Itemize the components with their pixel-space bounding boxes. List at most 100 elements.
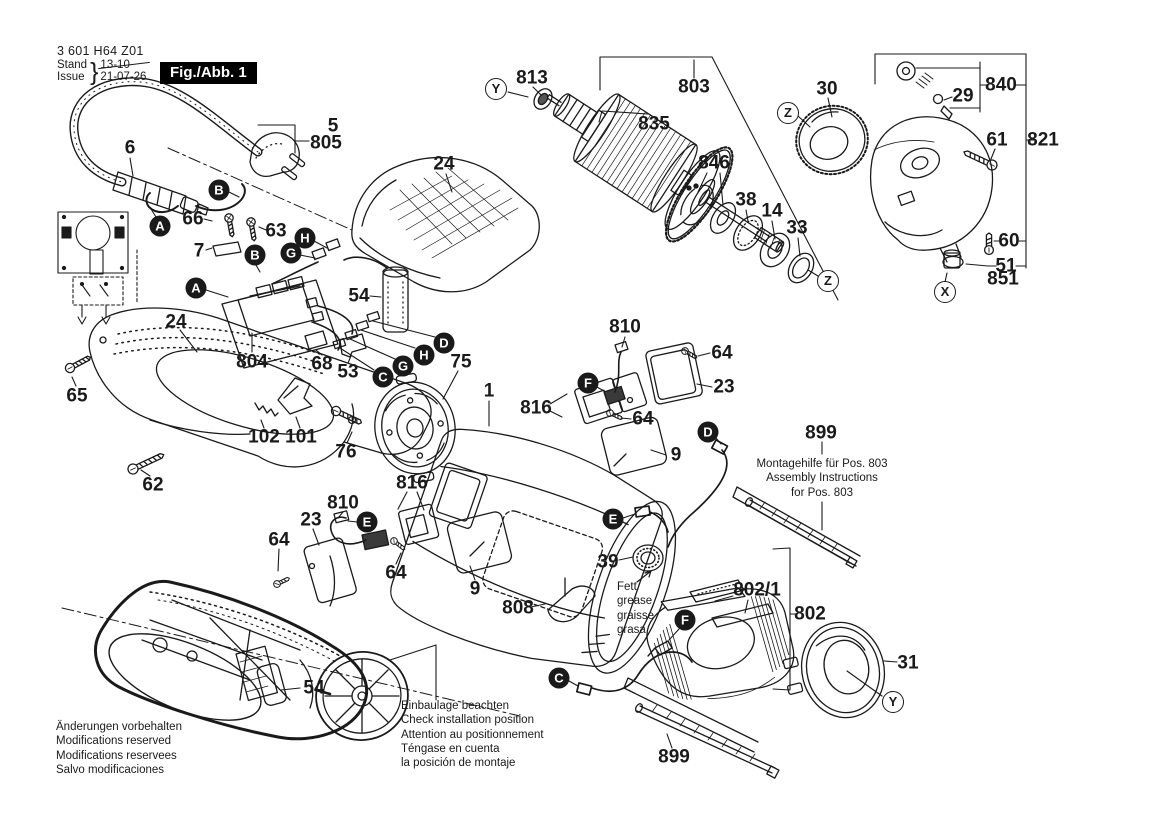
armature-drawing bbox=[546, 93, 785, 253]
top-cover-drawing bbox=[351, 156, 540, 293]
screws-drawing bbox=[64, 150, 998, 588]
callout-G: G bbox=[392, 355, 414, 377]
centerlines bbox=[61, 147, 521, 717]
callout-A: A bbox=[185, 277, 207, 299]
part-label-24: 24 bbox=[165, 311, 187, 333]
part-label-803: 803 bbox=[678, 76, 710, 98]
title-block: 3 601 H64 Z01 Stand Issue } 13-10 21-07-… bbox=[57, 44, 146, 84]
assembly-rod-899-right-drawing bbox=[732, 486, 861, 569]
cover-23-lower-drawing bbox=[303, 537, 357, 607]
grease-ring-39-drawing bbox=[632, 544, 664, 583]
part-label-68: 68 bbox=[311, 353, 333, 375]
part-label-835: 835 bbox=[638, 113, 670, 135]
part-label-899: 899 bbox=[805, 422, 837, 444]
part-label-816: 816 bbox=[396, 472, 428, 494]
power-cord-drawing bbox=[69, 77, 263, 187]
lead-wires-drawing bbox=[575, 439, 729, 696]
callout-F: F bbox=[577, 372, 599, 394]
part-label-51: 51 bbox=[995, 255, 1017, 277]
sleeve-51-drawing bbox=[943, 249, 961, 269]
assembled-tool-drawing bbox=[94, 579, 369, 741]
part-label-101: 101 bbox=[285, 426, 317, 448]
part-label-851: 851 bbox=[987, 268, 1019, 290]
brush-holder-816-lower-drawing bbox=[397, 503, 440, 546]
part-label-1: 1 bbox=[483, 380, 495, 402]
callout-X: X bbox=[934, 281, 956, 303]
part-label-33: 33 bbox=[786, 217, 808, 239]
part-label-31: 31 bbox=[897, 652, 919, 674]
bearing-flange-drawing bbox=[374, 372, 456, 484]
part-label-29: 29 bbox=[952, 85, 974, 107]
callout-Z: Z bbox=[817, 270, 839, 292]
part-label-802-1: 802/1 bbox=[733, 579, 781, 601]
part-label-9: 9 bbox=[670, 444, 682, 466]
wiring-schematic bbox=[57, 211, 138, 325]
handle-housing-drawing bbox=[88, 307, 432, 468]
callout-D: D bbox=[433, 332, 455, 354]
part-label-23: 23 bbox=[713, 376, 735, 398]
spring-drawing bbox=[254, 402, 279, 417]
cover-23-upper-drawing bbox=[645, 342, 703, 405]
part-label-64: 64 bbox=[385, 562, 407, 584]
spindle-lock-840-drawing bbox=[896, 61, 953, 120]
part-label-6: 6 bbox=[124, 137, 136, 159]
part-label-816: 816 bbox=[520, 397, 552, 419]
part-label-846: 846 bbox=[698, 152, 730, 174]
part-label-64: 64 bbox=[711, 342, 733, 364]
motor-housing-drawing bbox=[390, 428, 677, 674]
part-label-813: 813 bbox=[516, 67, 548, 89]
part-label-66: 66 bbox=[182, 208, 204, 230]
bearing-813-drawing bbox=[533, 88, 553, 110]
field-coil-drawing bbox=[646, 587, 795, 700]
part-label-63: 63 bbox=[265, 220, 287, 242]
leader-lines bbox=[71, 53, 1035, 749]
part-label-840: 840 bbox=[985, 74, 1017, 96]
trigger-drawing bbox=[277, 377, 313, 415]
part-label-9: 9 bbox=[469, 578, 481, 600]
part-label-808: 808 bbox=[502, 597, 534, 619]
plug-drawing bbox=[249, 132, 306, 181]
part-label-24: 24 bbox=[433, 153, 455, 175]
issue-row: Stand Issue } 13-10 21-07-26 bbox=[57, 59, 146, 84]
issue-label: Issue bbox=[57, 70, 85, 83]
gear-30-drawing bbox=[795, 104, 869, 176]
part-label-821: 821 bbox=[1027, 129, 1059, 151]
callout-Y: Y bbox=[485, 78, 507, 100]
assembly-rod-899-bottom-drawing bbox=[623, 677, 780, 779]
cord-protector-drawing bbox=[112, 171, 209, 216]
part-label-54: 54 bbox=[303, 677, 325, 699]
part-label-38: 38 bbox=[735, 189, 757, 211]
part-label-64: 64 bbox=[632, 408, 654, 430]
callout-E: E bbox=[356, 511, 378, 533]
clamp-part-7-drawing bbox=[212, 241, 242, 257]
part-label-810: 810 bbox=[327, 492, 359, 514]
part-label-802: 802 bbox=[794, 603, 826, 625]
callout-C: C bbox=[548, 667, 570, 689]
part-label-14: 14 bbox=[761, 200, 783, 222]
callout-G: G bbox=[280, 242, 302, 264]
part-label-102: 102 bbox=[248, 426, 280, 448]
part-label-23: 23 bbox=[300, 509, 322, 531]
part-label-62: 62 bbox=[142, 474, 164, 496]
wire-connectors-drawing bbox=[271, 238, 381, 350]
part-label-5: 5 bbox=[327, 115, 339, 137]
nameplate-9-upper-drawing bbox=[600, 416, 668, 476]
callout-H: H bbox=[294, 227, 316, 249]
callout-Z: Z bbox=[777, 102, 799, 124]
part-label-61: 61 bbox=[986, 129, 1008, 151]
bearing-cover-31-drawing bbox=[782, 621, 886, 719]
callout-A: A bbox=[149, 215, 171, 237]
part-68-drawing bbox=[304, 330, 328, 350]
part-label-30: 30 bbox=[816, 78, 838, 100]
callout-Y: Y bbox=[882, 691, 904, 713]
part-53-drawing bbox=[339, 333, 367, 358]
part-label-75: 75 bbox=[450, 351, 472, 373]
nameplate-9-lower-drawing bbox=[446, 511, 513, 574]
callout-H: H bbox=[413, 344, 435, 366]
insulation-strips-802-1-drawing bbox=[689, 579, 774, 628]
callout-D: D bbox=[697, 421, 719, 443]
